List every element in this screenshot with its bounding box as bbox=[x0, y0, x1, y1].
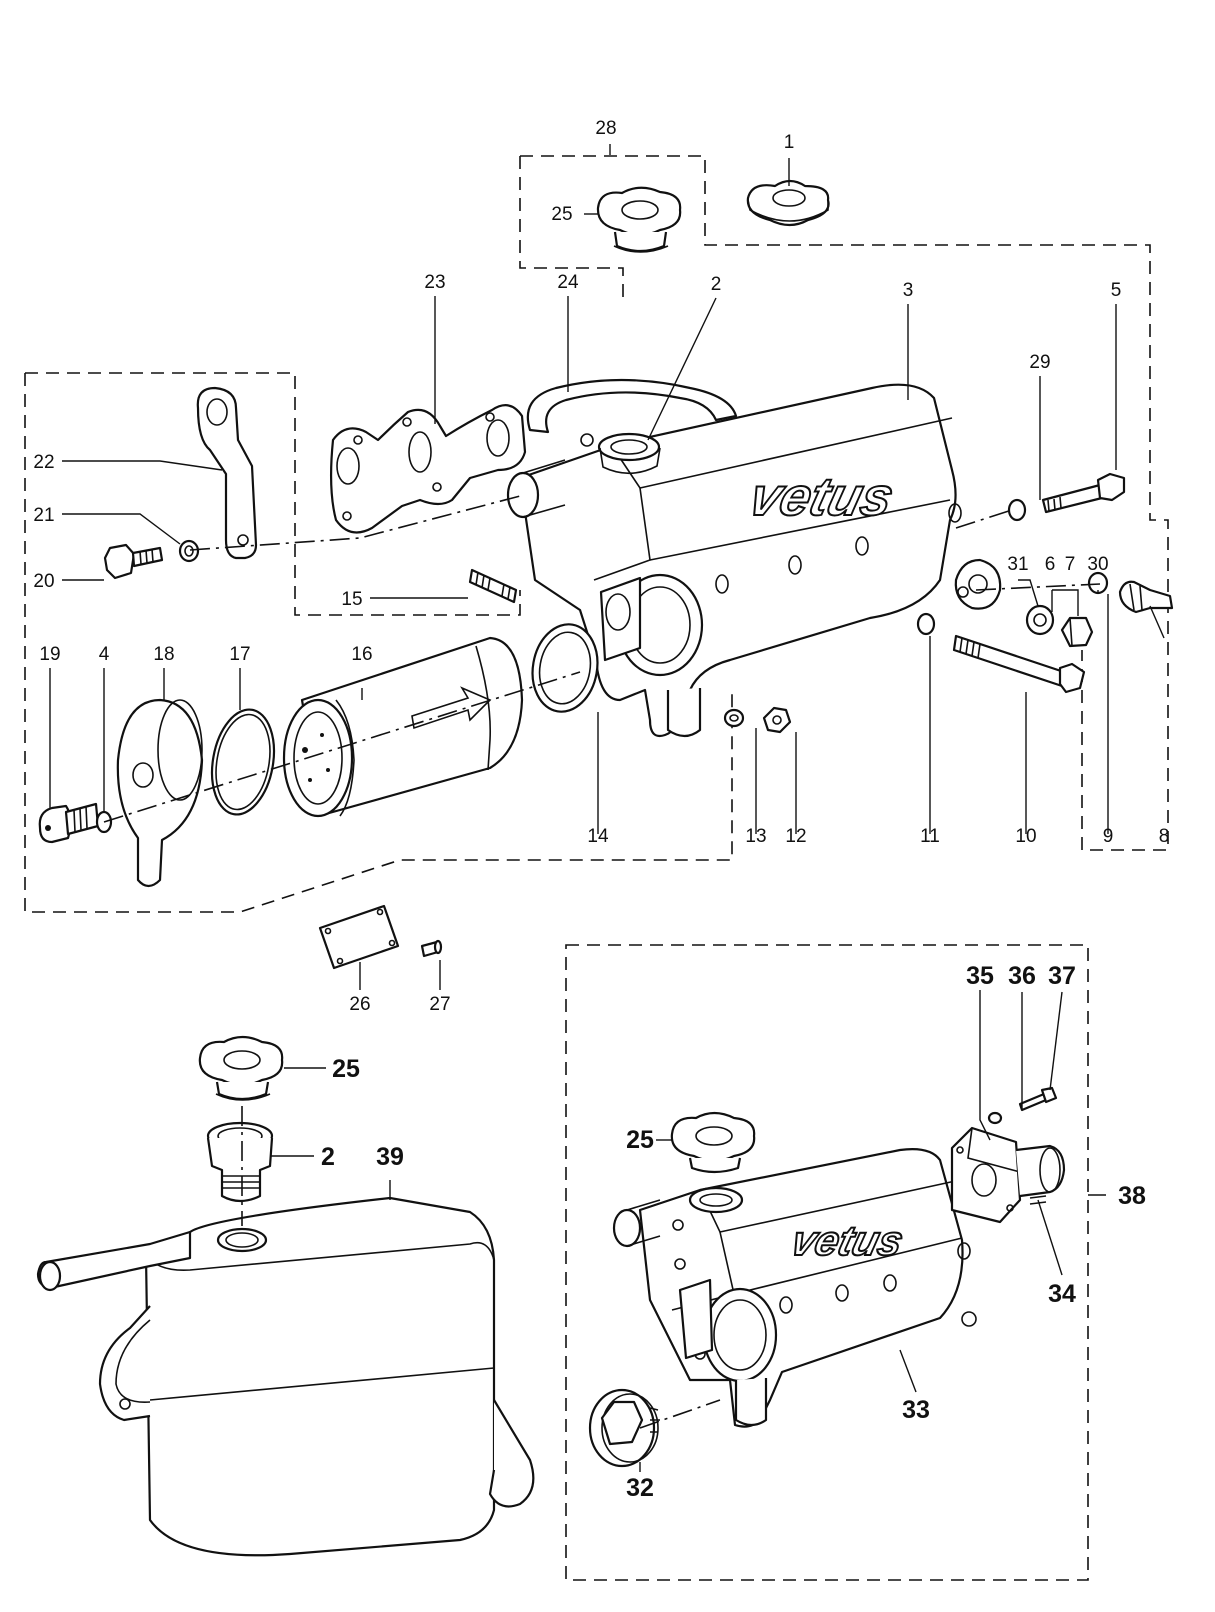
bolt-19 bbox=[38, 802, 100, 844]
label-38: 38 bbox=[1118, 1182, 1146, 1210]
label-9: 9 bbox=[1103, 826, 1114, 847]
assembly-axis-lines bbox=[103, 495, 1101, 1429]
group-outline-28-inner bbox=[519, 156, 624, 300]
washer-6 bbox=[1025, 604, 1055, 636]
filler-cap-25-right bbox=[670, 1111, 756, 1174]
sensor-8 bbox=[1118, 580, 1174, 614]
label-5: 5 bbox=[1111, 280, 1122, 301]
label-25-lower: 25 bbox=[332, 1055, 360, 1083]
bracket-22 bbox=[196, 386, 258, 560]
label-10: 10 bbox=[1015, 826, 1036, 847]
bolt-5 bbox=[1041, 472, 1126, 514]
pressure-cap-1 bbox=[746, 179, 830, 227]
label-19: 19 bbox=[39, 644, 60, 665]
label-31: 31 bbox=[1007, 554, 1028, 575]
nut-12 bbox=[762, 706, 792, 734]
label-2: 2 bbox=[711, 274, 722, 295]
filler-neck-2 bbox=[206, 1121, 274, 1203]
filler-cap-25-top bbox=[596, 186, 682, 253]
part-labels: 28 1 25 2 3 5 29 23 24 22 21 20 15 31 6 … bbox=[33, 118, 1169, 1502]
plate-26 bbox=[318, 904, 400, 970]
label-21: 21 bbox=[33, 505, 54, 526]
leader-lines bbox=[49, 144, 1165, 1472]
heat-exchanger-body-33: vetus bbox=[612, 1148, 977, 1428]
group-outline-filter-lower bbox=[24, 373, 733, 913]
label-35: 35 bbox=[966, 962, 994, 990]
label-39: 39 bbox=[376, 1143, 404, 1171]
stud-15 bbox=[468, 568, 518, 604]
tank-39 bbox=[36, 1196, 535, 1557]
label-23: 23 bbox=[424, 272, 445, 293]
brand-logo-lower: vetus bbox=[787, 1218, 908, 1265]
washer-29 bbox=[1007, 498, 1027, 522]
label-11: 11 bbox=[920, 826, 940, 847]
label-25-right: 25 bbox=[626, 1126, 654, 1154]
filter-element-16 bbox=[282, 636, 524, 818]
gasket-23 bbox=[330, 404, 527, 534]
label-22: 22 bbox=[33, 452, 54, 473]
heat-exchanger-body-3: vetus bbox=[506, 383, 1002, 738]
o-ring-17 bbox=[210, 708, 276, 816]
label-14: 14 bbox=[587, 826, 609, 847]
label-7: 7 bbox=[1065, 554, 1076, 575]
brand-logo-upper: vetus bbox=[744, 466, 900, 527]
plug-7 bbox=[1060, 616, 1094, 648]
label-25-top: 25 bbox=[551, 204, 572, 225]
label-32: 32 bbox=[626, 1474, 654, 1502]
group-outline-filter bbox=[25, 372, 521, 616]
label-2-lower: 2 bbox=[321, 1143, 335, 1171]
label-18: 18 bbox=[153, 644, 174, 665]
label-13: 13 bbox=[745, 826, 766, 847]
filler-cap-25-lower bbox=[198, 1035, 284, 1101]
label-8: 8 bbox=[1159, 826, 1170, 847]
hose-24 bbox=[526, 378, 738, 434]
label-20: 20 bbox=[33, 571, 54, 592]
washer-11 bbox=[916, 612, 936, 636]
bolt-10 bbox=[952, 634, 1086, 694]
group-outline-38 bbox=[565, 944, 1089, 1581]
label-26: 26 bbox=[349, 994, 370, 1015]
label-4: 4 bbox=[99, 644, 110, 665]
sealing-ring-14 bbox=[531, 623, 599, 713]
label-29: 29 bbox=[1029, 352, 1050, 373]
label-17: 17 bbox=[229, 644, 250, 665]
group-outline-28 bbox=[520, 155, 1169, 851]
label-27: 27 bbox=[429, 994, 450, 1015]
flange-34 bbox=[950, 1126, 1066, 1224]
end-cap-18 bbox=[116, 698, 204, 888]
screw-27 bbox=[420, 939, 443, 958]
label-6: 6 bbox=[1045, 554, 1056, 575]
label-1: 1 bbox=[784, 132, 795, 153]
label-24: 24 bbox=[557, 272, 579, 293]
label-33: 33 bbox=[902, 1396, 930, 1424]
label-16: 16 bbox=[351, 644, 372, 665]
bolt-20 bbox=[103, 543, 164, 580]
label-37: 37 bbox=[1048, 962, 1076, 990]
screw-37 bbox=[1018, 1086, 1058, 1112]
label-36: 36 bbox=[1008, 962, 1036, 990]
label-12: 12 bbox=[785, 826, 806, 847]
label-28: 28 bbox=[595, 118, 616, 139]
washer-21 bbox=[178, 539, 200, 563]
washer-36 bbox=[987, 1111, 1003, 1125]
washer-13 bbox=[723, 708, 745, 728]
label-30: 30 bbox=[1087, 554, 1108, 575]
label-34: 34 bbox=[1048, 1280, 1076, 1308]
label-15: 15 bbox=[341, 589, 362, 610]
plug-32 bbox=[588, 1388, 660, 1468]
label-3: 3 bbox=[903, 280, 914, 301]
